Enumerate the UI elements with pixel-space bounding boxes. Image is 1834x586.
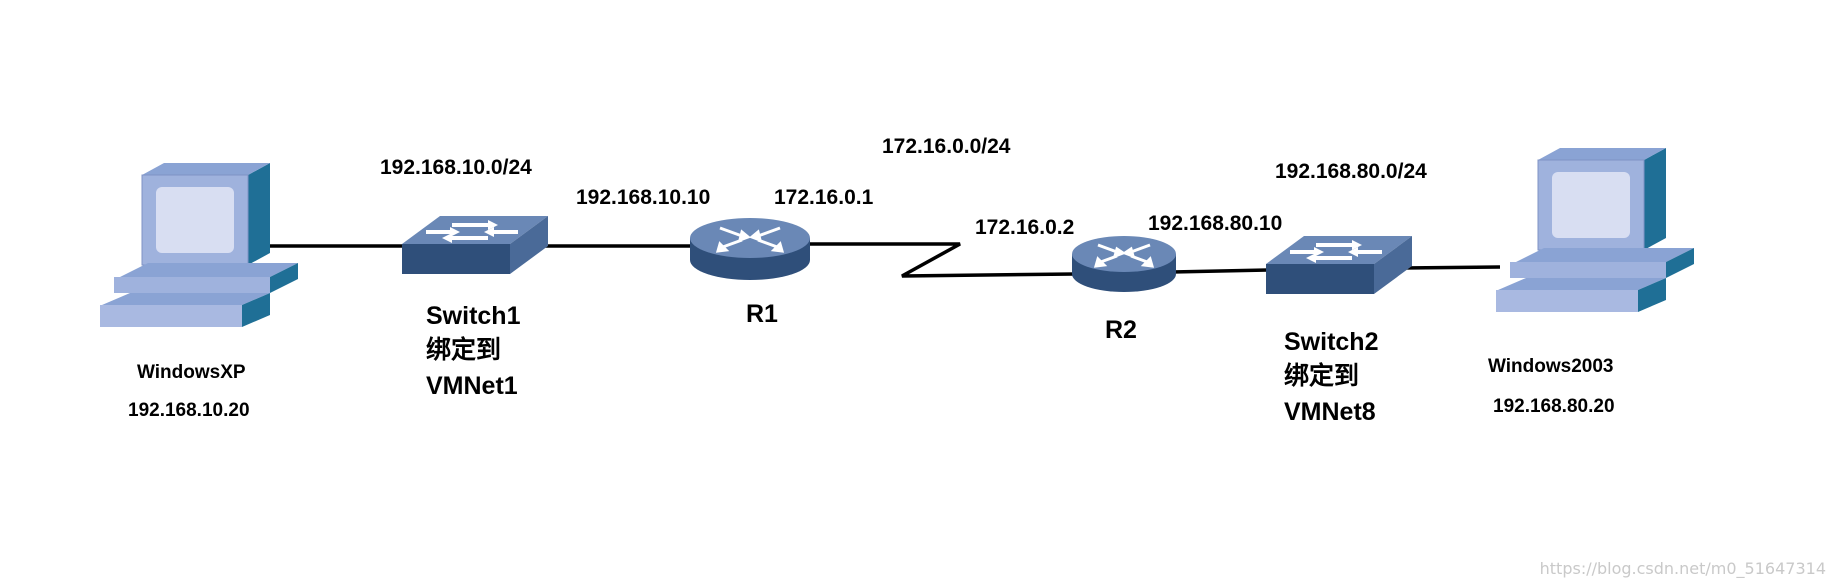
switch2-vmnet: VMNet8 xyxy=(1284,398,1376,426)
router2-name: R2 xyxy=(1105,316,1137,344)
interface-ip-r1-wan: 172.16.0.1 xyxy=(774,186,874,209)
switch-icon-switch1 xyxy=(402,216,548,274)
watermark-text: https://blog.csdn.net/m0_51647314 xyxy=(1540,559,1826,579)
switch1-vmnet: VMNet1 xyxy=(426,372,518,400)
switch1-name: Switch1 xyxy=(426,302,521,330)
host-ip-windows2003: 192.168.80.20 xyxy=(1493,396,1615,417)
network-label-lan1: 192.168.10.0/24 xyxy=(380,156,532,179)
router-icon-r1 xyxy=(690,218,810,280)
computer-icon-windows2003 xyxy=(1496,148,1694,312)
switch2-name: Switch2 xyxy=(1284,328,1378,356)
host-name-windows2003: Windows2003 xyxy=(1488,356,1613,377)
link-r1-r2-serial xyxy=(810,242,1076,278)
switch1-bind-label: 绑定到 xyxy=(426,335,501,364)
network-label-lan2: 192.168.80.0/24 xyxy=(1275,160,1427,183)
network-label-wan: 172.16.0.0/24 xyxy=(882,135,1011,158)
host-ip-windowsxp: 192.168.10.20 xyxy=(128,400,250,421)
switch-icon-switch2 xyxy=(1266,236,1412,294)
interface-ip-r1-lan: 192.168.10.10 xyxy=(576,186,710,209)
host-name-windowsxp: WindowsXP xyxy=(137,362,246,383)
computer-icon-windowsxp xyxy=(100,163,298,327)
interface-ip-r2-lan: 192.168.80.10 xyxy=(1148,212,1282,235)
switch2-bind-label: 绑定到 xyxy=(1284,361,1359,390)
router-icon-r2 xyxy=(1072,236,1176,292)
router1-name: R1 xyxy=(746,300,778,328)
link-switch2-pc2 xyxy=(1401,265,1501,270)
interface-ip-r2-wan: 172.16.0.2 xyxy=(975,216,1074,239)
link-r2-switch2 xyxy=(1171,268,1269,274)
